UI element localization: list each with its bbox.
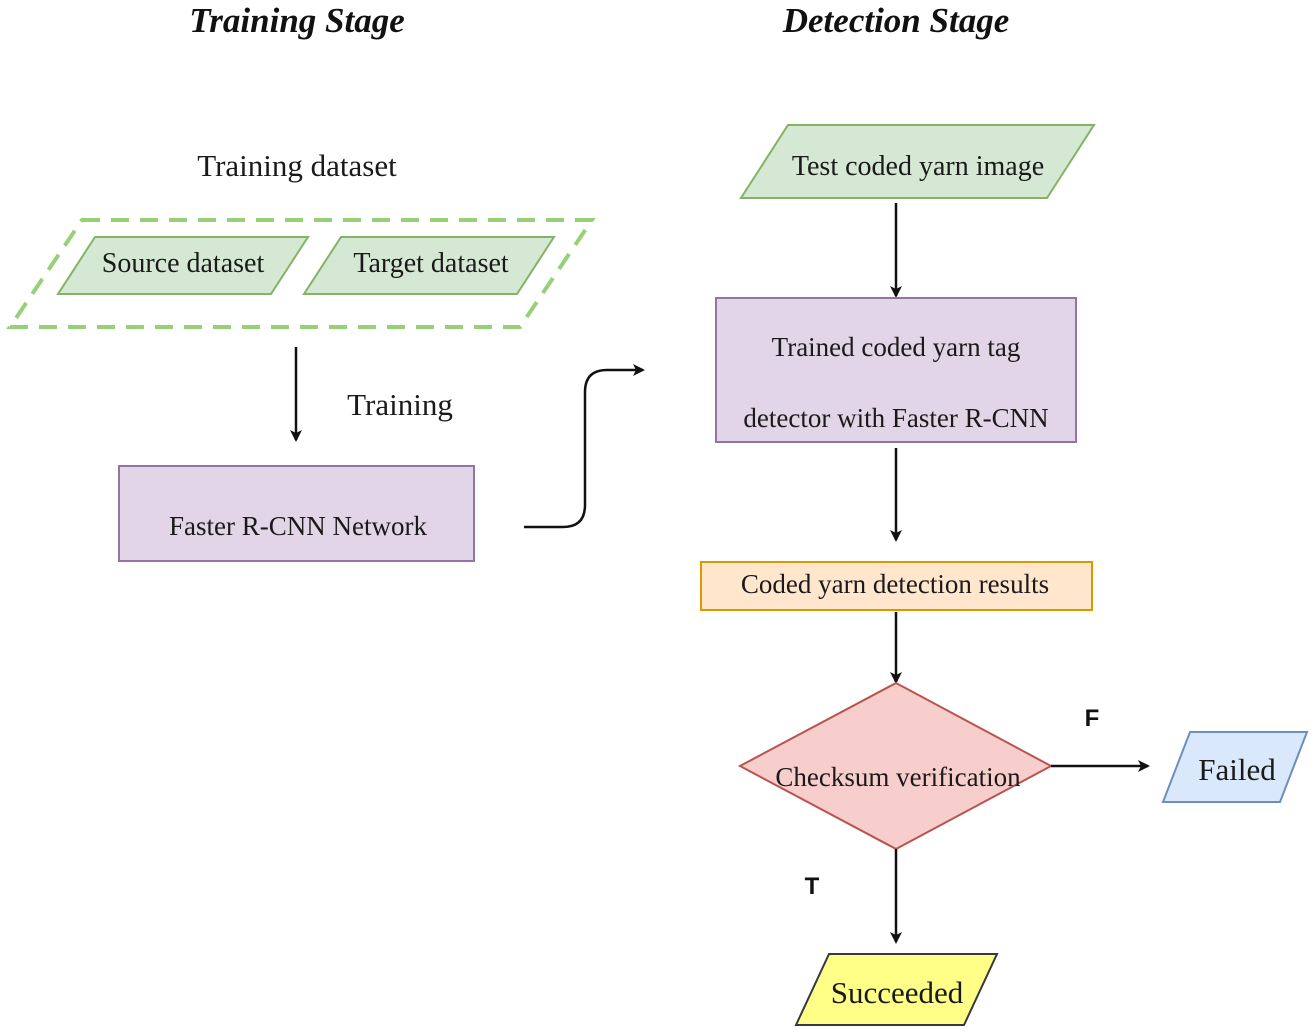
detector-label-line2: detector with Faster R-CNN bbox=[743, 403, 1048, 433]
test-image-label: Test coded yarn image bbox=[792, 151, 1044, 182]
checksum-decision-label: Checksum verification bbox=[775, 762, 1021, 792]
source-dataset-node bbox=[56, 236, 310, 295]
detection-results-node bbox=[700, 561, 1093, 611]
training-to-detection-arrow bbox=[524, 364, 645, 529]
training-stage-title: Training Stage bbox=[189, 1, 405, 40]
source-dataset-label: Source dataset bbox=[102, 248, 265, 279]
false-branch-label: F bbox=[1085, 705, 1100, 732]
faster-rcnn-network-label: Faster R-CNN Network bbox=[169, 511, 427, 541]
detection-stage-title: Detection Stage bbox=[782, 1, 1010, 40]
failed-label: Failed bbox=[1198, 752, 1276, 787]
failed-node bbox=[1161, 731, 1309, 803]
true-branch-label: T bbox=[805, 873, 820, 900]
target-dataset-node bbox=[302, 236, 556, 295]
faster-rcnn-network-node bbox=[118, 465, 475, 562]
test-image-node bbox=[739, 124, 1096, 199]
training-dataset-label: Training dataset bbox=[197, 148, 397, 183]
detector-label-line1: Trained coded yarn tag bbox=[772, 332, 1021, 362]
training-dataset-group bbox=[6, 218, 596, 329]
training-edge-label: Training bbox=[347, 387, 453, 422]
succeeded-label: Succeeded bbox=[831, 975, 964, 1010]
trained-detector-node bbox=[715, 297, 1077, 443]
succeeded-node bbox=[794, 953, 999, 1026]
detection-results-label: Coded yarn detection results bbox=[741, 569, 1049, 599]
target-dataset-label: Target dataset bbox=[353, 248, 509, 279]
